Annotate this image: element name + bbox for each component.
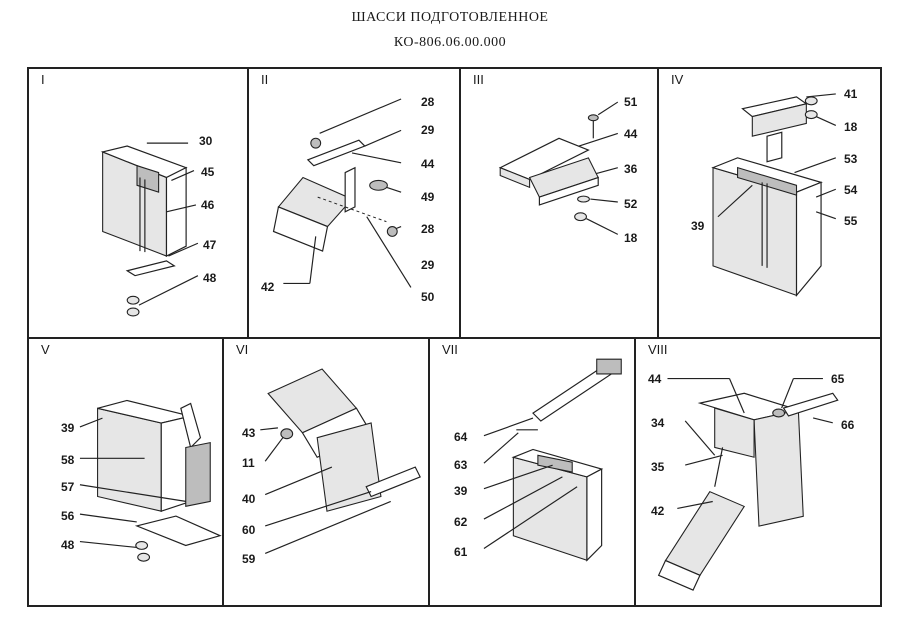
callout: 49	[421, 190, 435, 204]
callout: 51	[624, 95, 638, 109]
callout: 58	[61, 453, 75, 467]
panel-viii: VIII 44 65 34 66 35 42	[634, 337, 882, 607]
panel-viii-label: VIII	[648, 342, 668, 357]
callout: 48	[203, 271, 217, 285]
callout: 53	[844, 152, 858, 166]
callout: 44	[624, 127, 638, 141]
panel-iv-drawing	[711, 93, 837, 297]
callout: 59	[242, 552, 256, 566]
callout: 29	[421, 258, 435, 272]
callout: 18	[624, 231, 638, 245]
callout: 54	[844, 183, 858, 197]
callout: 30	[199, 134, 213, 148]
panel-iii-drawing	[498, 101, 619, 235]
panel-v-label: V	[41, 342, 50, 357]
callout: 41	[844, 87, 858, 101]
callout: 63	[454, 458, 468, 472]
panel-vi-drawing	[260, 368, 421, 554]
callout: 61	[454, 545, 468, 559]
callout: 52	[624, 197, 638, 211]
callout: 29	[421, 123, 435, 137]
callout: 64	[454, 430, 468, 444]
panel-vi: VI 43 11 40 60 59	[222, 337, 430, 607]
callout: 62	[454, 515, 468, 529]
callout: 56	[61, 509, 75, 523]
callout: 36	[624, 162, 638, 176]
callout: 34	[651, 416, 665, 430]
callout: 42	[651, 504, 665, 518]
panel-viii-drawing	[657, 377, 839, 591]
callout: 57	[61, 480, 75, 494]
callout: 60	[242, 523, 256, 537]
callout: 48	[61, 538, 75, 552]
callout: 39	[454, 484, 468, 498]
callout: 50	[421, 290, 435, 304]
panel-i-drawing	[100, 142, 199, 317]
callout: 40	[242, 492, 256, 506]
panel-iv-label: IV	[671, 72, 684, 87]
callout: 39	[691, 219, 705, 233]
callout: 47	[203, 238, 217, 252]
panel-ii-label: II	[261, 72, 269, 87]
panel-ii: II 28 29 44 49 28 29 42 50	[247, 67, 461, 339]
panel-iv: IV 41 18 53 54 55 39	[657, 67, 882, 339]
callout: 39	[61, 421, 75, 435]
panel-v: V 39 58 57 56 48	[27, 337, 224, 607]
document-title: ШАССИ ПОДГОТОВЛЕННОЕ	[351, 10, 549, 25]
callout: 46	[201, 198, 215, 212]
panel-i-label: I	[41, 72, 45, 87]
callout: 28	[421, 95, 435, 109]
callout: 45	[201, 165, 215, 179]
callout: 18	[844, 120, 858, 134]
callout: 65	[831, 372, 845, 386]
panel-vii: VII 64 63 39 62 61	[428, 337, 636, 607]
panel-iii: III 51 44 36 52 18	[459, 67, 659, 339]
panel-vii-label: VII	[442, 342, 458, 357]
callout: 66	[841, 418, 855, 432]
panel-vi-label: VI	[236, 342, 249, 357]
callout: 44	[421, 157, 435, 171]
callout: 11	[242, 456, 255, 470]
callout: 44	[648, 372, 662, 386]
panel-ii-drawing	[272, 98, 412, 288]
callout: 28	[421, 222, 435, 236]
panel-v-drawing	[79, 399, 222, 562]
callout: 55	[844, 214, 858, 228]
callout: 43	[242, 426, 256, 440]
document-code: КО-806.06.00.000	[393, 35, 507, 50]
callout: 42	[261, 280, 275, 294]
callout: 35	[651, 460, 665, 474]
panel-iii-label: III	[473, 72, 484, 87]
panel-vii-drawing	[483, 358, 622, 562]
panel-i: I 30 45 46 47 48	[27, 67, 249, 339]
